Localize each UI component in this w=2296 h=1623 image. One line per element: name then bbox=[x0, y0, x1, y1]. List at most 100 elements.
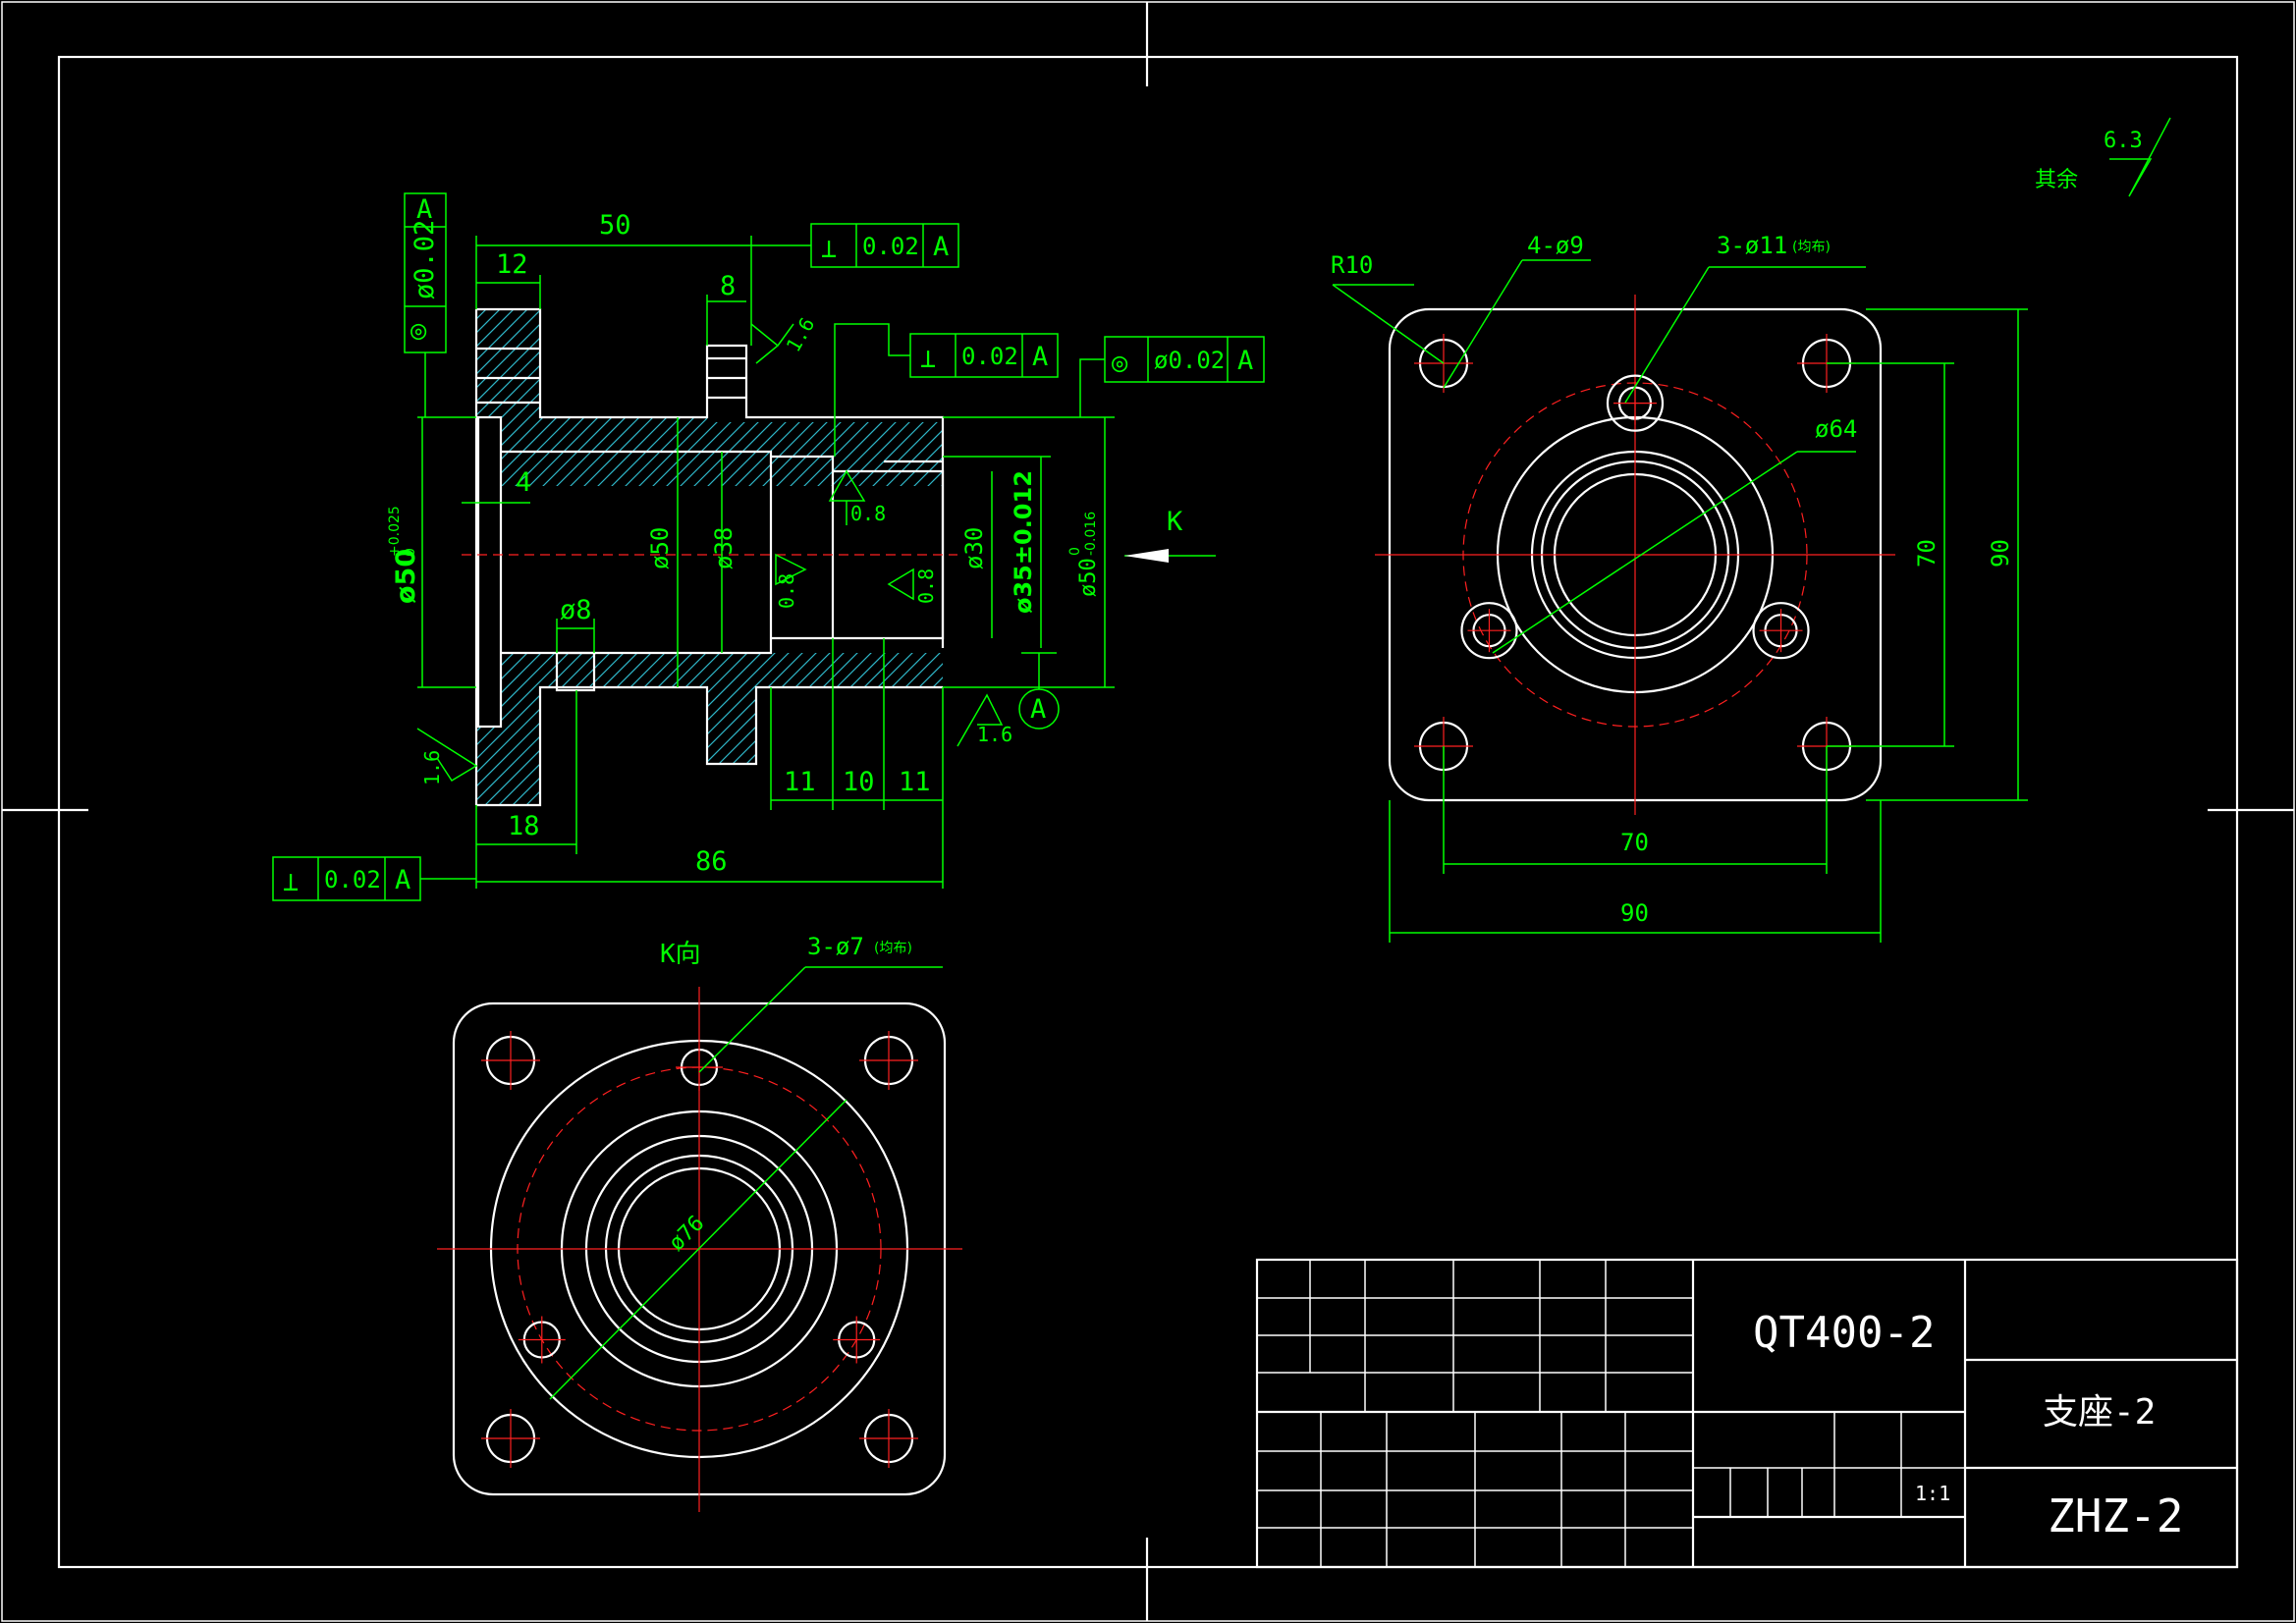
rough-bottom-right: 1.6 bbox=[977, 723, 1012, 746]
dim-d50-right-sup: 0 bbox=[1067, 547, 1083, 556]
dim-d8: ø8 bbox=[560, 595, 592, 625]
hatch-line bbox=[791, 309, 943, 805]
hatch-line bbox=[612, 309, 943, 805]
dim-k-3xd7: 3-ø7 bbox=[807, 933, 864, 960]
rough-general-value: 6.3 bbox=[2104, 129, 2143, 153]
front-dimensions: 50 12 8 4 ø8 18 86 11 10 11 bbox=[387, 210, 1216, 889]
dim-18: 18 bbox=[508, 811, 540, 841]
gtol-mid-datum: A bbox=[1032, 342, 1048, 372]
dim-90v: 90 bbox=[1987, 539, 2014, 568]
hatch-line bbox=[476, 309, 547, 805]
dim-12: 12 bbox=[496, 249, 528, 280]
dim-d38: ø38 bbox=[710, 527, 738, 569]
dim-11a: 11 bbox=[784, 767, 816, 797]
dim-4: 4 bbox=[516, 467, 531, 498]
mount-hole-counterbore bbox=[1752, 602, 1810, 660]
rough-inner-c: 0.8 bbox=[914, 568, 938, 604]
hatch-line bbox=[476, 309, 506, 805]
hatch-line bbox=[502, 309, 943, 805]
dim-d50-right-sub: -0.016 bbox=[1083, 512, 1099, 556]
gtol-mid-value: 0.02 bbox=[961, 343, 1018, 370]
gtol-right-value: ø0.02 bbox=[1154, 347, 1225, 374]
roughness-symbols: 1.6 0.8 0.8 0.8 1.6 1.6 其余 6.3 bbox=[416, 117, 2171, 785]
hatch-line bbox=[970, 304, 1481, 815]
hatch-line bbox=[681, 309, 943, 805]
dim-70h: 70 bbox=[1620, 829, 1649, 856]
front-section-view bbox=[462, 304, 1660, 815]
dim-r10: R10 bbox=[1331, 251, 1373, 279]
dim-50: 50 bbox=[599, 210, 631, 241]
k-view-label: K向 bbox=[660, 940, 701, 969]
hatch-line bbox=[998, 304, 1508, 815]
rough-general-label: 其余 bbox=[2035, 168, 2078, 192]
datum-a: A bbox=[1030, 694, 1046, 725]
hatch-line bbox=[476, 309, 574, 805]
hatch-line bbox=[1094, 304, 1605, 815]
hatch-line bbox=[1149, 304, 1660, 815]
gtol-left-value: ø0.02 bbox=[410, 220, 440, 299]
dim-70v: 70 bbox=[1913, 539, 1941, 568]
gtol-right-symbol: ◎ bbox=[1112, 348, 1128, 378]
title-block: QT400-2 支座-2 ZHZ-2 1:1 bbox=[1255, 1258, 2239, 1569]
rough-inner-a: 0.8 bbox=[850, 502, 886, 525]
dim-d35: ø35±0.012 bbox=[1010, 470, 1037, 614]
rough-top-collar: 1.6 bbox=[782, 313, 820, 355]
hatch-line bbox=[1053, 304, 1563, 815]
dim-90h: 90 bbox=[1620, 899, 1649, 927]
hatch-line bbox=[859, 309, 943, 805]
dim-d50-right: ø50 bbox=[1076, 558, 1101, 597]
gtol-mid-perp: ⊥ 0.02 A bbox=[834, 323, 1059, 457]
dim-d64: ø64 bbox=[1815, 415, 1857, 443]
hatch-line bbox=[476, 309, 891, 805]
gtol-top-datum: A bbox=[933, 232, 949, 262]
hatch-line bbox=[476, 309, 643, 805]
dim-86: 86 bbox=[695, 846, 728, 877]
right-view-dimensions: R10 4-ø9 3-ø11 (均布) ø64 70 90 70 9 bbox=[1331, 232, 2028, 943]
dim-k-3xd7-note: (均布) bbox=[874, 941, 912, 956]
dim-d50-left-sup: +0.025 bbox=[387, 506, 403, 557]
hatch-line bbox=[476, 309, 533, 805]
hatch-line bbox=[476, 309, 519, 805]
title-material: QT400-2 bbox=[1753, 1308, 1935, 1358]
hatch-line bbox=[1039, 304, 1550, 815]
rough-inner-b: 0.8 bbox=[775, 573, 798, 609]
gtol-right-datum: A bbox=[1237, 346, 1253, 376]
hatch-line bbox=[984, 304, 1495, 815]
gtol-left-symbol: ◎ bbox=[410, 315, 427, 346]
gtol-right-coax: ◎ ø0.02 A bbox=[1079, 336, 1265, 417]
hatch-line bbox=[626, 309, 943, 805]
hatch-line bbox=[667, 309, 943, 805]
gtol-bottom-symbol: ⊥ bbox=[283, 867, 299, 897]
hatch-line bbox=[1066, 304, 1577, 815]
title-part-name: 支座-2 bbox=[2043, 1392, 2156, 1433]
mount-hole-counterbore bbox=[1606, 374, 1665, 432]
gtol-left-coax: A ø0.02 ◎ bbox=[404, 192, 447, 417]
dim-10: 10 bbox=[843, 767, 875, 797]
dim-d30: ø30 bbox=[960, 527, 988, 569]
hatch-line bbox=[804, 309, 943, 805]
rough-bottom-left: 1.6 bbox=[420, 750, 444, 785]
hatch-line bbox=[476, 309, 616, 805]
gtol-top-symbol: ⊥ bbox=[821, 234, 837, 264]
gtol-bottom-value: 0.02 bbox=[324, 866, 381, 893]
hatch-line bbox=[476, 309, 684, 805]
dim-3xd11: 3-ø11 bbox=[1717, 232, 1787, 259]
dim-d50-left: ø50 bbox=[391, 549, 421, 604]
title-drawing-no: ZHZ-2 bbox=[2048, 1489, 2183, 1542]
gtol-bottom-datum: A bbox=[395, 865, 410, 895]
hatch-line bbox=[873, 309, 943, 805]
gtol-bottom-perp: ⊥ 0.02 A bbox=[272, 856, 476, 901]
title-scale: 1:1 bbox=[1915, 1482, 1950, 1505]
k-direction-view: K向 3-ø7 (均布) ø76 bbox=[437, 933, 962, 1512]
gtol-left-datum: A bbox=[416, 194, 432, 225]
dim-3xd11-note: (均布) bbox=[1792, 240, 1831, 255]
hatch-line bbox=[476, 309, 602, 805]
hatch-line bbox=[476, 309, 629, 805]
gtol-top-value: 0.02 bbox=[862, 233, 919, 260]
view-arrow-k: K bbox=[1167, 507, 1183, 537]
hatch-line bbox=[818, 309, 943, 805]
dim-d50-left-sub: 0 bbox=[403, 548, 418, 557]
dim-4xd9: 4-ø9 bbox=[1527, 232, 1584, 259]
gtol-mid-symbol: ⊥ bbox=[920, 344, 936, 374]
